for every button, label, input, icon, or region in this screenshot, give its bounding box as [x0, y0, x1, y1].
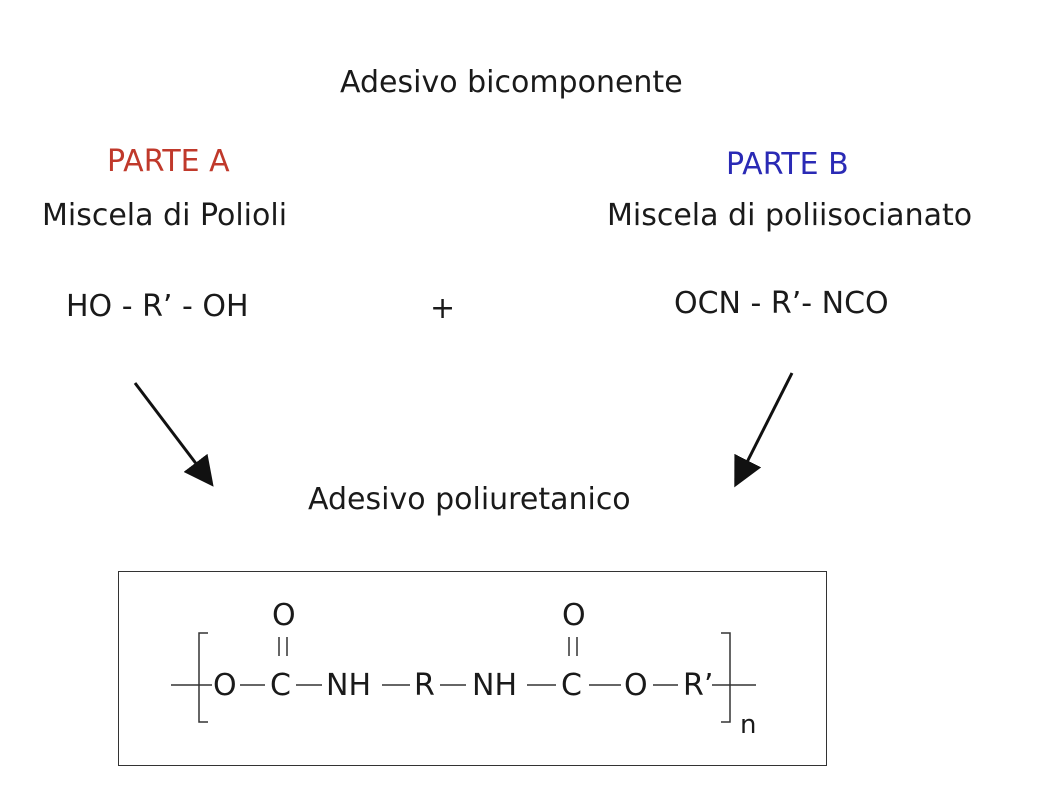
atom-o1-top: O: [272, 598, 296, 633]
left-bracket: [198, 632, 208, 723]
plus-sign: +: [430, 291, 456, 326]
diagram-title: Adesivo bicomponente: [340, 65, 683, 100]
arrow-left: [133, 382, 214, 487]
group-r-prime: R’: [683, 668, 714, 703]
atom-o2-top: O: [562, 598, 586, 633]
product-label: Adesivo poliuretanico: [308, 482, 631, 517]
part-a-label: PARTE A: [107, 144, 230, 179]
repeat-index-n: n: [740, 710, 757, 740]
atom-c1: C: [270, 668, 291, 703]
atom-o2: O: [624, 668, 648, 703]
arrow-right: [734, 372, 794, 488]
part-b-formula: OCN - R’- NCO: [674, 286, 889, 321]
atom-c2: C: [561, 668, 582, 703]
part-b-description: Miscela di poliisocianato: [607, 198, 973, 233]
group-r: R: [414, 668, 435, 703]
part-a-description: Miscela di Polioli: [42, 198, 288, 233]
part-a-formula: HO - R’ - OH: [66, 289, 249, 324]
group-nh1: NH: [326, 668, 371, 703]
part-b-label: PARTE B: [726, 147, 849, 182]
right-bracket: [721, 632, 731, 723]
polyurethane-structure-box: [118, 571, 827, 766]
atom-o1: O: [213, 668, 237, 703]
group-nh2: NH: [472, 668, 517, 703]
